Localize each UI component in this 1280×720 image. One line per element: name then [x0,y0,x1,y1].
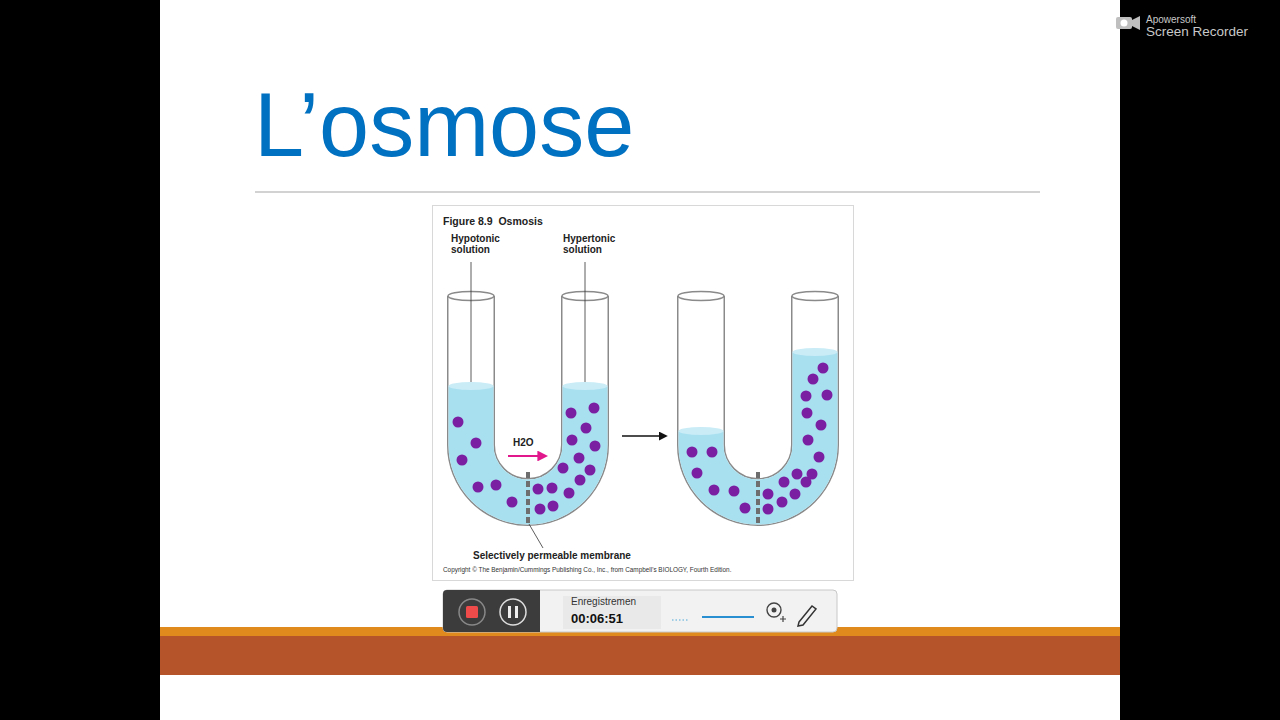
recorder-time: 00:06:51 [571,612,623,626]
leader-line [529,524,543,548]
solution-label: Hypertonic solution [563,233,623,255]
solute-particle [801,391,812,402]
toolbar-controls [443,590,540,632]
solution-surface [679,427,724,435]
solute-particle [763,489,774,500]
tube-inside [471,296,585,502]
solute-particle [792,469,803,480]
solute-particle [533,484,544,495]
stop-icon [466,606,478,618]
solute-particle [709,485,720,496]
solute-particle [692,468,703,479]
solute-particle [763,504,774,515]
solute-particle [558,463,569,474]
webcam-icon [767,603,781,617]
footer-band [160,636,1120,675]
solute-particle [457,455,468,466]
solute-particle [566,408,577,419]
leader-line [585,262,586,382]
solute-particle [581,423,592,434]
recorder-logo [1121,20,1128,27]
permeable-membrane [526,472,530,525]
recorder-toolbar [443,590,837,632]
solute-particle [779,477,790,488]
solute-particle [808,374,819,385]
solute-particle [803,435,814,446]
solute-particle [740,503,751,514]
stop-button [459,599,485,625]
webcam-icon [772,608,777,613]
slide-title: L’osmose [254,78,634,173]
membrane-label: Selectively permeable membrane [473,550,631,561]
figure-frame [433,206,854,581]
tube-glass [701,296,815,502]
solute-particle [816,420,827,431]
watermark: Screen Recorder [1146,25,1248,40]
leader-line [471,262,472,382]
solute-particle [687,447,698,458]
time-panel [563,596,661,629]
solute-particle [567,435,578,446]
solute-particle [548,501,559,512]
solution [701,352,815,502]
solute-particle [590,441,601,452]
tube-glass [471,296,585,502]
solute-particle [564,488,575,499]
u-tubes [448,292,838,526]
solute-particle [589,403,600,414]
solute-particle [453,417,464,428]
pause-icon [508,606,511,618]
recorder-logo [1116,17,1132,29]
tube-inside [701,296,815,502]
solute-particle [802,408,813,419]
tube-rim [678,292,724,301]
solute-particle [473,482,484,493]
solute-particle [818,363,829,374]
slide-ground [160,0,1120,720]
recorder-status: Enregistremen [571,596,636,607]
solute-particle [777,497,788,508]
solute-particle [574,453,585,464]
copyright-note: Copyright © The Benjamin/Cummings Publis… [443,566,731,573]
solute-particle [822,390,833,401]
solute-particle [547,483,558,494]
solute-particle [507,497,518,508]
solute-particle [790,489,801,500]
webcam-icon [780,616,786,622]
water-label: H2O [513,437,534,448]
solute-particle [814,452,825,463]
permeable-membrane [756,472,760,525]
pen-icon [798,606,816,626]
solute-particle [801,477,812,488]
figure-caption: Figure 8.9 Osmosis [443,216,543,228]
solution-label: Hypotonic solution [451,233,511,255]
solute-particle [575,475,586,486]
pause-icon [515,606,518,618]
solute-particle [491,480,502,491]
recorder-logo [1132,16,1140,30]
title-rule [255,191,1040,192]
solute-particle [535,504,546,515]
pause-button [500,599,526,625]
solute-particle [729,486,740,497]
tube-rim [792,292,838,301]
result-arrow [622,435,666,437]
volume-slider [702,616,754,618]
solute-particle [471,438,482,449]
solution-surface [793,348,838,356]
watermark: Apowersoft [1146,14,1196,25]
solution-surface [563,382,608,390]
solution-surface [449,382,494,390]
water-flow-arrow [508,455,546,457]
solute-particle [585,465,596,476]
solute-particle [707,447,718,458]
volume-dots [672,620,688,621]
